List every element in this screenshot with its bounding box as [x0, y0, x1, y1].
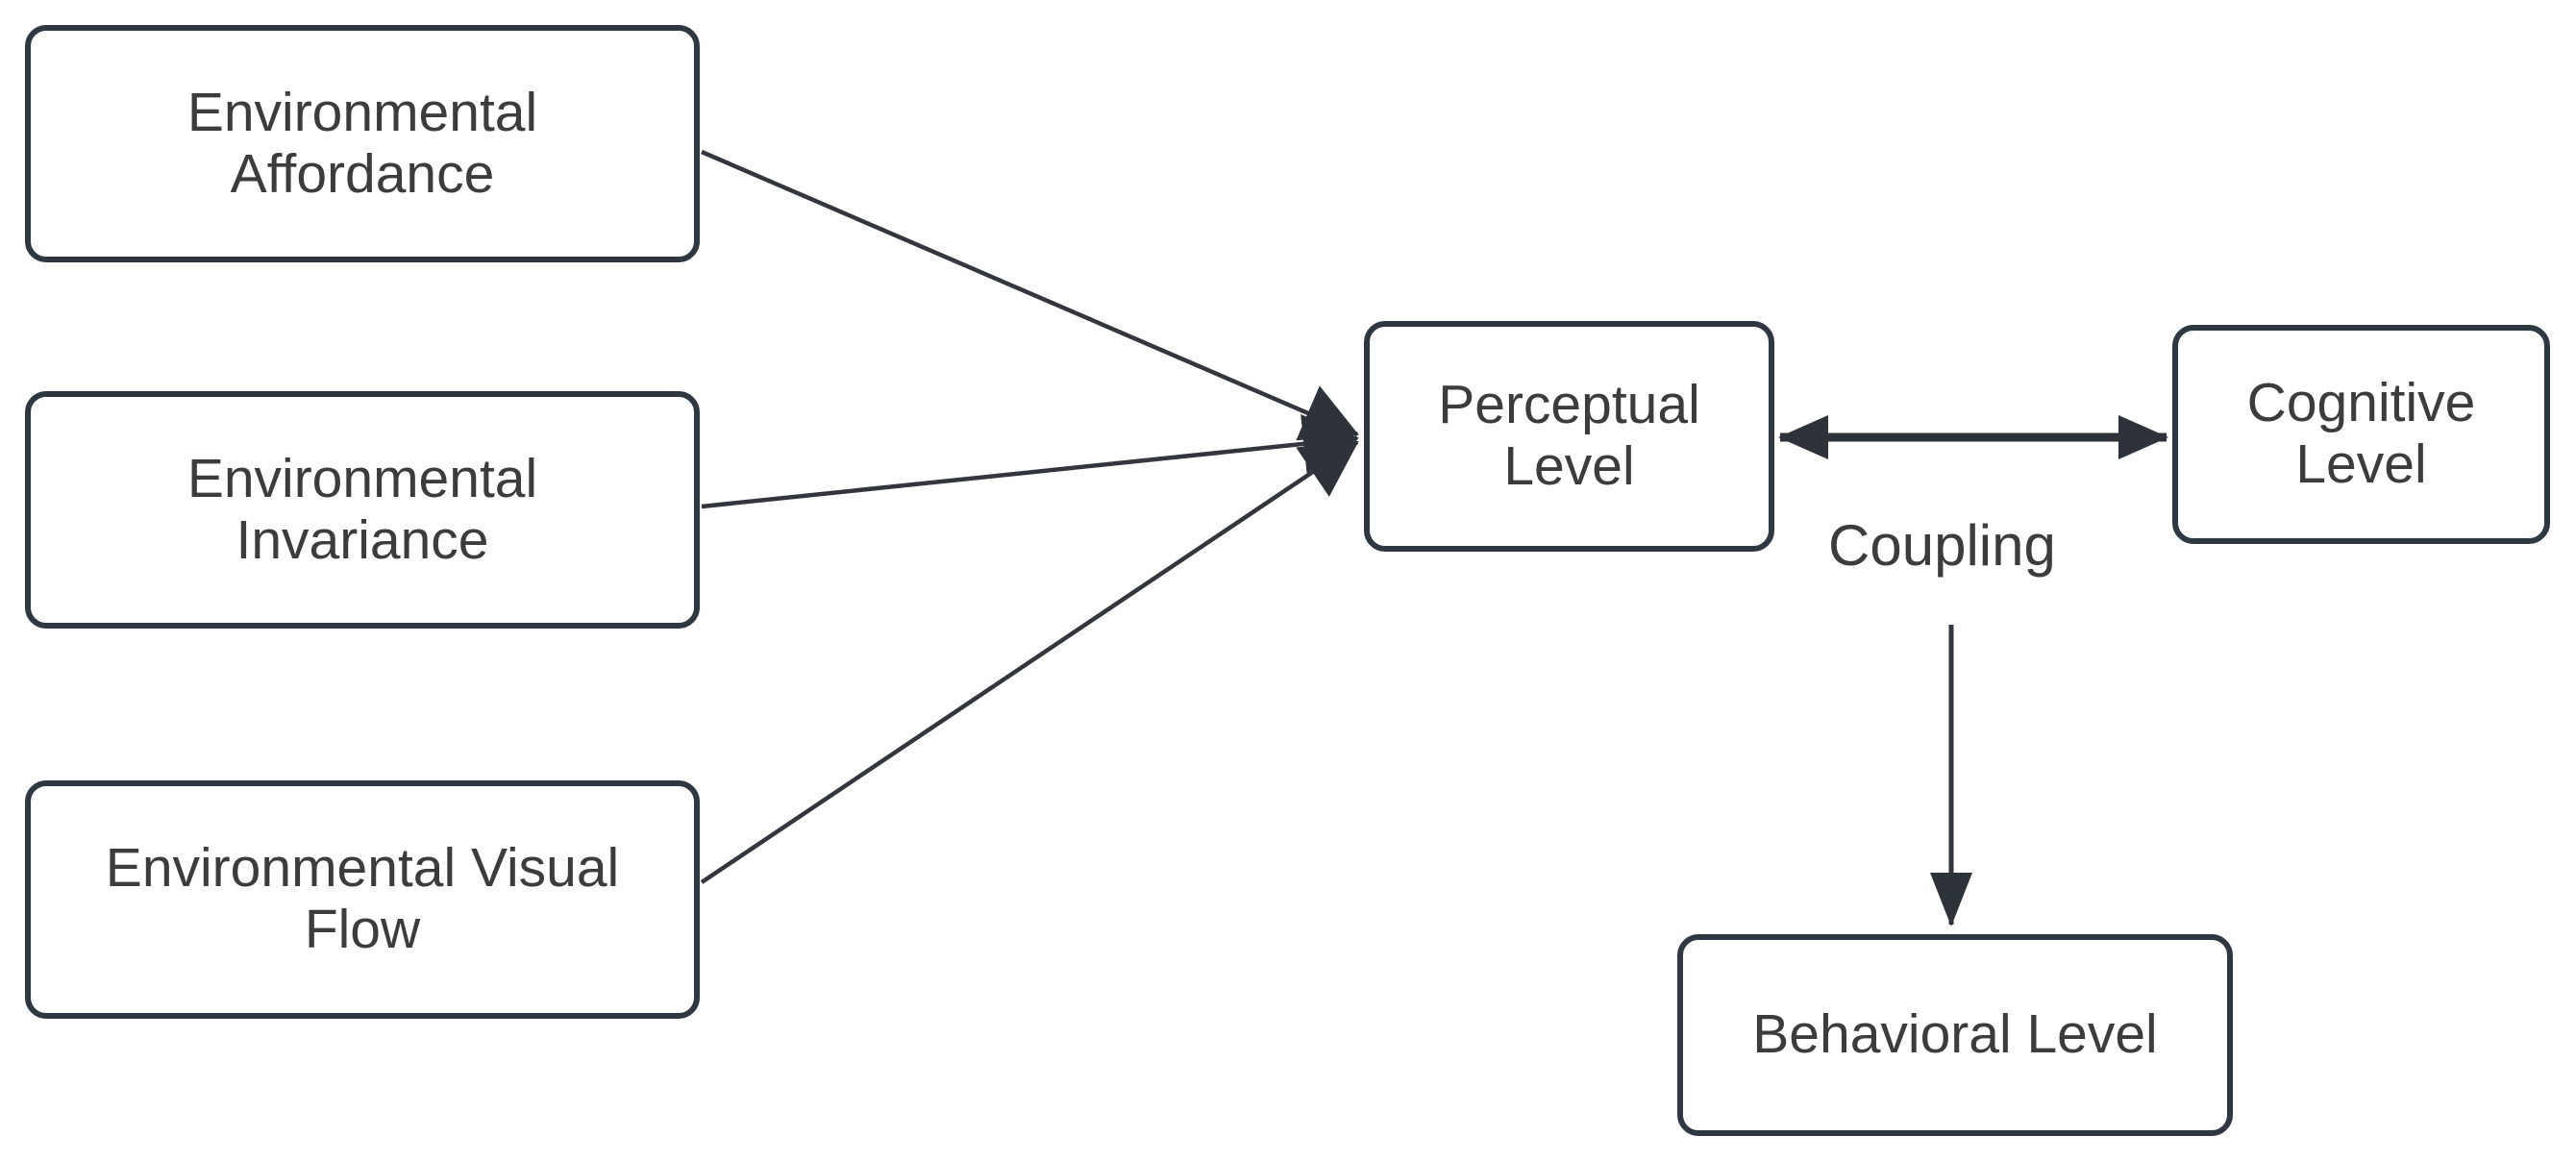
- node-environmental-invariance: Environmental Invariance: [25, 391, 700, 629]
- edge-affordance-to-perceptual: [701, 149, 1359, 441]
- node-label: Environmental Visual Flow: [105, 837, 620, 960]
- node-environmental-affordance: Environmental Affordance: [25, 25, 700, 262]
- node-behavioral-level: Behavioral Level: [1677, 934, 2233, 1136]
- node-cognitive-level: Cognitive Level: [2172, 325, 2550, 544]
- node-label: Cognitive Level: [2246, 372, 2476, 495]
- edge-visual-flow-to-perceptual: [700, 440, 1359, 884]
- edge-invariance-to-perceptual: [701, 413, 1359, 509]
- node-label: Environmental Invariance: [186, 447, 538, 571]
- node-environmental-visual-flow: Environmental Visual Flow: [25, 780, 700, 1019]
- node-perceptual-level: Perceptual Level: [1364, 321, 1774, 552]
- node-label: Perceptual Level: [1438, 374, 1700, 497]
- node-label: Behavioral Level: [1752, 1003, 2158, 1066]
- edge-label-coupling: Coupling: [1828, 513, 2056, 578]
- node-label: Environmental Affordance: [186, 81, 538, 205]
